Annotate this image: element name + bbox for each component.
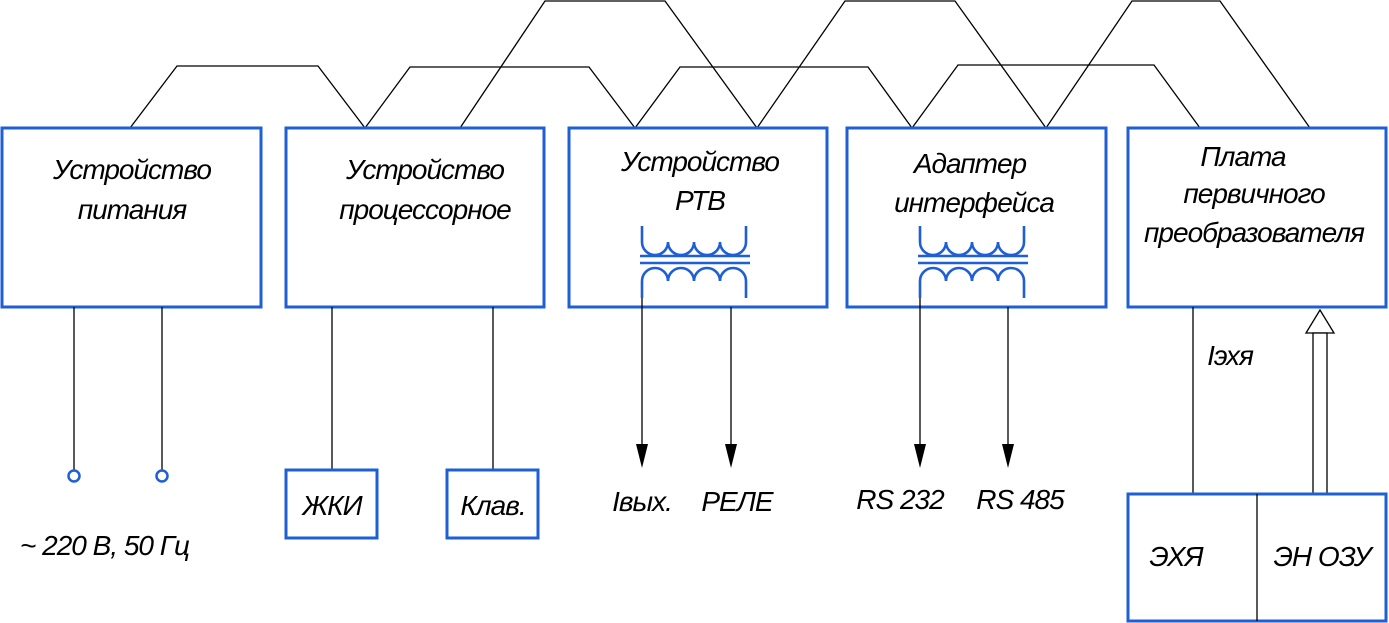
power-supply-block (0, 126, 263, 309)
rtv-block-label-1: Устройство (620, 146, 779, 177)
bus-adapter-board (911, 64, 1201, 129)
converter-board-block (1126, 126, 1388, 309)
board-block-label-3: преобразователя (1144, 217, 1365, 248)
bus-adapter-board-2 (1045, 0, 1311, 129)
board-block-label-1: Плата (1200, 141, 1286, 172)
processor-block-label-2: процессорное (339, 194, 511, 225)
supply-voltage-label: ~ 220 В, 50 Гц (20, 530, 190, 561)
terminal-icon (67, 469, 81, 483)
lcd-label: ЖКИ (300, 490, 363, 521)
adapter-block-label-2: интерфейса (894, 187, 1054, 218)
bus-processor-rtv (364, 66, 636, 129)
terminal-icon (155, 469, 169, 483)
relay-label: РЕЛЕ (701, 486, 774, 517)
bus-rtv-adapter (634, 66, 913, 129)
rtv-block-label-2: РТВ (675, 185, 725, 216)
keyboard-block (445, 468, 540, 540)
adapter-block-label-1: Адаптер (912, 148, 1027, 179)
rs485-label: RS 485 (976, 484, 1065, 515)
keyboard-label: Клав. (460, 490, 525, 521)
arrow-down-icon (914, 444, 926, 468)
bus-power-processor (129, 65, 366, 129)
arrow-down-icon (636, 444, 648, 468)
board-block-label-2: первичного (1183, 178, 1325, 209)
lcd-block (284, 468, 379, 540)
processor-block-label-1: Устройство (345, 154, 504, 185)
transformer-icon (640, 226, 750, 298)
power-block-label-1: Устройство (52, 154, 211, 185)
sensor-exya-label: ЭХЯ (1149, 541, 1204, 572)
transformer-icon (918, 226, 1028, 298)
power-block-label-2: питания (78, 194, 188, 225)
iout-label: Iвых. (612, 486, 672, 517)
arrow-up-icon (1304, 308, 1336, 495)
rtv-block (567, 126, 829, 309)
arrow-down-icon (725, 444, 737, 468)
processor-block (284, 126, 546, 309)
iexya-label: Iэхя (1207, 340, 1254, 371)
bus-processor-adapter (459, 0, 758, 129)
bus-connections (129, 0, 1311, 129)
arrow-down-icon (1002, 444, 1014, 468)
rs232-label: RS 232 (856, 484, 945, 515)
sensor-en-ozu-label: ЭН ОЗУ (1273, 541, 1374, 572)
interface-adapter-block (845, 126, 1108, 309)
